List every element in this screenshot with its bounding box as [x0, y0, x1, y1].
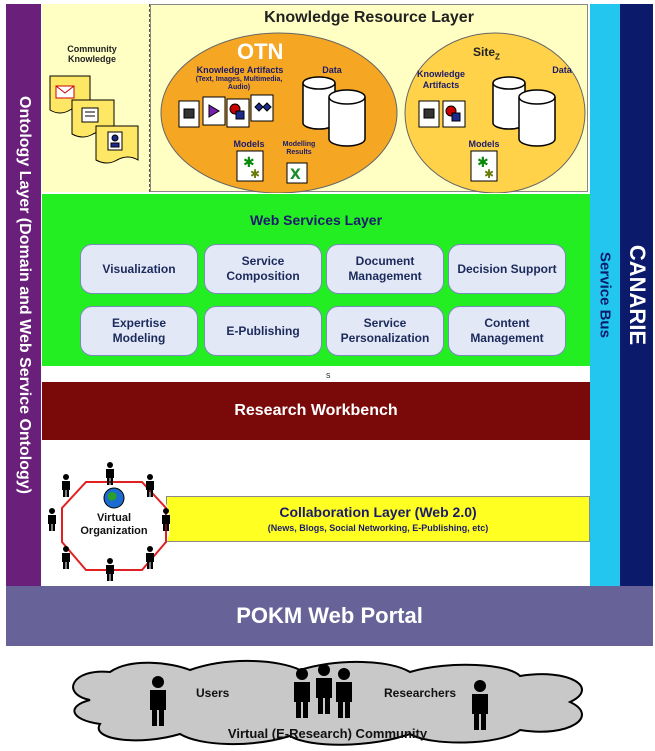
site-data-icon: [492, 76, 556, 147]
site-data-label: Data: [552, 65, 572, 75]
otn-data-label: Data: [322, 65, 342, 75]
web-services-layer-title: Web Services Layer: [249, 212, 383, 228]
community-knowledge-panel: Community Knowledge: [42, 4, 150, 192]
svg-text:✱: ✱: [484, 167, 494, 181]
knowledge-resource-layer: Knowledge Resource Layer ✱ ✱ X: [150, 4, 588, 193]
knowledge-resource-diagram: ✱ ✱ X ✱ ✱: [160, 32, 586, 193]
ontology-layer: Ontology Layer (Domain and Web Service O…: [6, 4, 41, 586]
service-personalization: Service Personalization: [326, 306, 444, 356]
research-workbench-label: Research Workbench: [234, 402, 398, 419]
ontology-layer-label: Ontology Layer (Domain and Web Service O…: [15, 96, 33, 494]
community-person-icons: [150, 664, 488, 730]
site-models-icon: ✱ ✱: [470, 150, 498, 182]
web-services-layer: Web Services Layer Visualization Service…: [42, 194, 590, 366]
svg-text:✱: ✱: [243, 155, 255, 171]
service-expertise-modeling: Expertise Modeling: [80, 306, 198, 356]
organization-ring: [61, 481, 167, 571]
site-models-label: Models: [468, 139, 500, 149]
otn-models-icon: ✱ ✱: [236, 150, 264, 182]
person-icons: [48, 462, 170, 581]
svg-text:✱: ✱: [250, 167, 260, 181]
service-e-publishing: E-Publishing: [204, 306, 322, 356]
service-composition: Service Composition: [204, 244, 322, 294]
documents-icon: [49, 75, 139, 164]
otn-artifacts-sub: (Text, Images, Multimedia, Audio): [195, 76, 283, 92]
service-visualization: Visualization: [80, 244, 198, 294]
svg-text:X: X: [290, 167, 301, 183]
otn-artifacts-icons: [178, 94, 274, 128]
canarie-network: CANARIE: [620, 4, 653, 586]
site-artifacts-label: Knowledge Artifacts: [416, 69, 465, 90]
users-label: Users: [196, 686, 230, 700]
virtual-org-label-1: Virtual: [96, 512, 132, 524]
site-title: SiteZ: [473, 45, 500, 62]
svg-text:✱: ✱: [477, 155, 489, 171]
virtual-community-cloud: [72, 659, 583, 746]
service-bus-label: Service Bus: [596, 252, 614, 338]
collaboration-layer: Collaboration Layer (Web 2.0) (News, Blo…: [166, 496, 590, 542]
service-content-management: Content Management: [448, 306, 566, 356]
service-document-management: Document Management: [326, 244, 444, 294]
modelling-results-label: Modelling Results: [282, 141, 316, 156]
otn-artifacts-label: Knowledge Artifacts: [196, 65, 284, 75]
site-artifacts-icons: [418, 100, 466, 128]
globe-icon: [103, 487, 125, 509]
service-bus: Service Bus: [590, 4, 620, 586]
collaboration-layer-subtitle: (News, Blogs, Social Networking, E-Publi…: [267, 523, 489, 533]
pokm-web-portal: POKM Web Portal: [6, 586, 653, 646]
modelling-results-icon: X: [286, 162, 308, 184]
pokm-web-portal-label: POKM Web Portal: [236, 603, 423, 628]
researchers-label: Researchers: [384, 686, 457, 700]
canarie-label: CANARIE: [624, 244, 650, 346]
otn-models-label: Models: [233, 139, 265, 149]
virtual-organization-diagram: [48, 462, 170, 581]
virtual-community-title: Virtual (E-Research) Community: [227, 726, 428, 741]
virtual-org-label-2: Organization: [80, 525, 148, 537]
community-knowledge-label: Community Knowledge: [67, 44, 117, 64]
otn-ellipse: [160, 32, 398, 193]
stray-letter: s: [326, 370, 331, 380]
research-workbench: Research Workbench: [42, 382, 590, 440]
knowledge-resource-layer-title: Knowledge Resource Layer: [264, 9, 474, 26]
otn-title: OTN: [237, 39, 284, 64]
otn-data-icon: [302, 76, 366, 147]
collaboration-layer-title: Collaboration Layer (Web 2.0): [279, 504, 477, 520]
service-decision-support: Decision Support: [448, 244, 566, 294]
